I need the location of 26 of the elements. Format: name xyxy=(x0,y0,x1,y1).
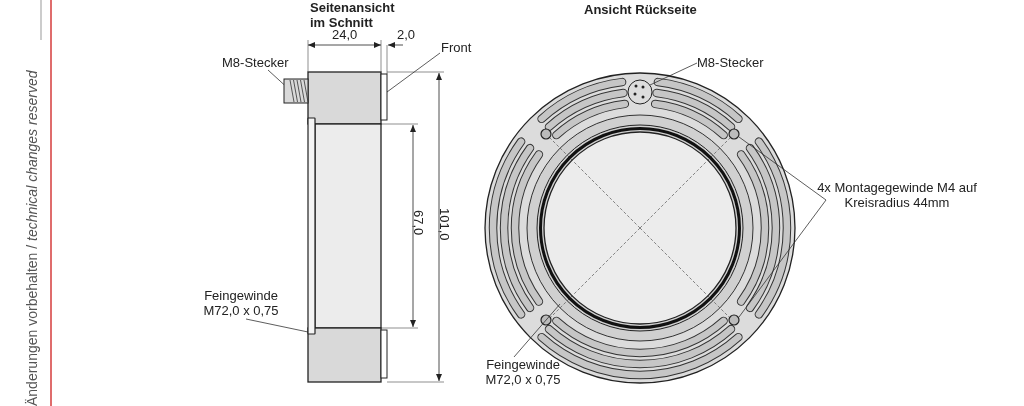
callout-text: Feingewinde M72,0 x 0,75 xyxy=(478,357,568,387)
leader-line xyxy=(245,318,309,333)
leader-line xyxy=(649,62,698,86)
view-heading: Seitenansicht im Schnitt xyxy=(310,0,396,30)
mounting-hole xyxy=(728,128,740,140)
front-ring xyxy=(380,73,388,121)
dimension-value: 101,0 xyxy=(437,208,452,241)
dimension-value: 67,0 xyxy=(411,210,426,236)
callout-text: Feingewinde M72,0 x 0,75 xyxy=(196,288,286,318)
callout-text: M8-Stecker xyxy=(697,55,764,70)
view-heading: Ansicht Rückseite xyxy=(584,2,697,17)
connector-socket-drawing xyxy=(627,79,653,105)
leader-line xyxy=(513,303,561,358)
mounting-hole xyxy=(728,314,740,326)
leader-line xyxy=(386,52,441,93)
dimension-value: 24,0 xyxy=(332,27,358,42)
thread-section xyxy=(307,117,316,335)
disclaimer-text: Änderungen vorbehalten / technical changes reserved xyxy=(24,69,40,406)
leader-line xyxy=(738,136,827,201)
leader-line xyxy=(738,199,827,318)
dimension-value: 2,0 xyxy=(397,27,416,42)
callout-text: M8-Stecker xyxy=(222,55,289,70)
thread-ring xyxy=(539,127,741,329)
connector-plug-drawing xyxy=(283,78,309,104)
callout-text: Front xyxy=(441,40,472,55)
callout-text: 4x Montagegewinde M4 auf Kreisradius 44mm xyxy=(817,180,977,210)
